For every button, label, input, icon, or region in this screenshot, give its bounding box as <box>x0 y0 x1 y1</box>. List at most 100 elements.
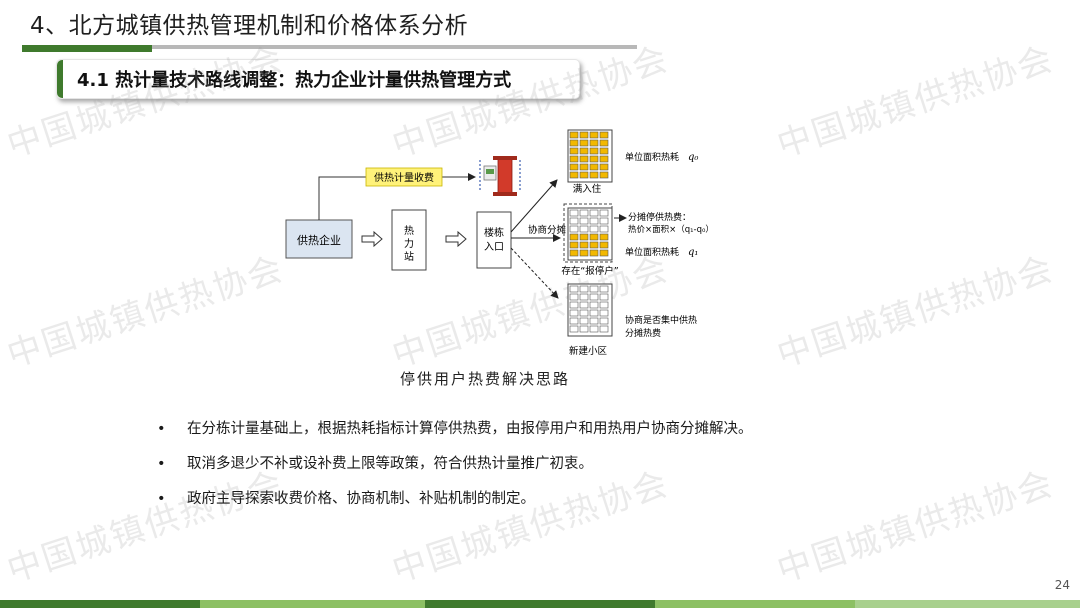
building-window <box>589 325 599 333</box>
building-window <box>579 225 589 233</box>
building-window <box>579 139 589 147</box>
flow-arrow <box>361 230 383 248</box>
building-window <box>579 209 589 217</box>
billing-box <box>365 167 443 187</box>
building-window <box>589 217 599 225</box>
building-window <box>589 131 599 139</box>
building-window <box>589 317 599 325</box>
building-window <box>569 217 579 225</box>
building-window <box>599 309 609 317</box>
enterprise-box <box>285 219 353 259</box>
watermark: 中国城镇供热协会 <box>772 248 1059 376</box>
negotiate-label: 协商分摊 <box>528 224 567 236</box>
building-window <box>589 301 599 309</box>
building-entry-label-1: 楼栋 <box>484 226 504 239</box>
building-window <box>569 209 579 217</box>
slide-title: 4、北方城镇供热管理机制和价格体系分析 <box>30 13 469 39</box>
footer-bar <box>0 600 1080 608</box>
building-window <box>569 139 579 147</box>
enterprise-label: 供热企业 <box>297 233 341 247</box>
building-window <box>599 225 609 233</box>
footer-segment <box>655 600 855 608</box>
building-window <box>569 317 579 325</box>
building-window <box>569 171 579 179</box>
building-window <box>599 249 609 257</box>
unit-heat-q1-label: 单位面积热耗 <box>625 246 679 258</box>
building-window <box>589 209 599 217</box>
building-window <box>599 139 609 147</box>
building-window <box>569 225 579 233</box>
building-partial-suspended <box>567 207 613 261</box>
full-occupancy-label: 满入住 <box>573 183 602 195</box>
building-window <box>589 293 599 301</box>
building-window <box>599 285 609 293</box>
building-window <box>579 155 589 163</box>
watermark: 中国城镇供热协会 <box>772 463 1059 591</box>
building-window <box>569 147 579 155</box>
building-window <box>569 249 579 257</box>
bullet-item: •取消多退少不补或设补费上限等政策，符合供热计量推广初衷。 <box>157 455 753 473</box>
q1-symbol: q₁ <box>688 247 698 258</box>
diagram-caption: 停供用户热费解决思路 <box>399 370 570 388</box>
bullet-item: •在分栋计量基础上，根据热耗指标计算停供热费，由报停用户和用热用户协商分摊解决。 <box>157 420 753 438</box>
subtitle-box: 4.1 热计量技术路线调整：热力企业计量供热管理方式 <box>56 59 580 99</box>
building-window <box>579 285 589 293</box>
footer-segment <box>855 600 1080 608</box>
building-full-occupancy <box>567 129 613 183</box>
building-window <box>579 293 589 301</box>
watermark: 中国城镇供热协会 <box>2 248 289 376</box>
bullet-marker: • <box>157 491 166 507</box>
building-window <box>589 155 599 163</box>
footer-segment <box>0 600 200 608</box>
building-window <box>579 217 589 225</box>
building-window <box>569 131 579 139</box>
building-window <box>579 249 589 257</box>
building-window <box>599 241 609 249</box>
building-window <box>599 301 609 309</box>
building-window <box>579 241 589 249</box>
building-entry-label-2: 入口 <box>484 242 504 253</box>
building-window <box>599 131 609 139</box>
section-subtitle: 4.1 热计量技术路线调整：热力企业计量供热管理方式 <box>77 70 512 91</box>
building-window <box>579 317 589 325</box>
building-entry-box <box>476 211 512 269</box>
building-window <box>599 209 609 217</box>
building-window <box>569 309 579 317</box>
building-window <box>589 147 599 155</box>
building-window <box>589 241 599 249</box>
heating-metering-diagram: 供热企业 供热计量收费 热 力 站 楼栋 入口 协商分摊 满入住 单位面积热耗 … <box>285 129 714 357</box>
building-window <box>599 147 609 155</box>
q0-symbol: q₀ <box>688 152 698 163</box>
footer-segment <box>425 600 655 608</box>
building-window <box>589 139 599 147</box>
bullet-item: • 政府主导探索收费价格、协商机制、补贴机制的制定。 <box>157 490 753 508</box>
building-window <box>589 233 599 241</box>
building-window <box>589 225 599 233</box>
building-window <box>589 163 599 171</box>
building-window <box>579 301 589 309</box>
building-window <box>589 249 599 257</box>
building-window <box>589 309 599 317</box>
station-label-3: 站 <box>404 250 414 263</box>
building-window <box>569 233 579 241</box>
share-title: 分摊停供热费： <box>628 211 691 223</box>
branch-arrow-full <box>510 179 558 233</box>
building-window <box>579 325 589 333</box>
bullet-list: •在分栋计量基础上，根据热耗指标计算停供热费，由报停用户和用热用户协商分摊解决。… <box>157 420 753 525</box>
new-district-note-1: 协商是否集中供热 <box>625 314 697 326</box>
building-window <box>589 285 599 293</box>
bullet-text: 在分栋计量基础上，根据热耗指标计算停供热费，由报停用户和用热用户协商分摊解决。 <box>187 421 753 437</box>
watermark: 中国城镇供热协会 <box>772 38 1059 166</box>
building-window <box>599 233 609 241</box>
building-window <box>599 155 609 163</box>
heat-meter-icon <box>479 156 521 196</box>
building-window <box>599 217 609 225</box>
station-label-2: 力 <box>404 237 414 250</box>
branch-arrow-new <box>510 247 559 299</box>
building-window <box>579 163 589 171</box>
bullet-text: 政府主导探索收费价格、协商机制、补贴机制的制定。 <box>187 491 535 507</box>
suspended-outline <box>563 203 613 263</box>
building-window <box>569 241 579 249</box>
bullet-marker: • <box>157 456 166 472</box>
building-window <box>599 293 609 301</box>
